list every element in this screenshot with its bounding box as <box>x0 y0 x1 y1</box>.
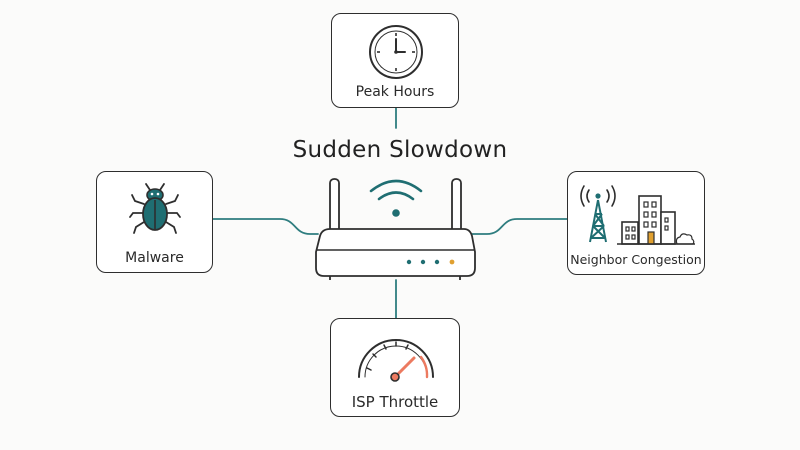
diagram-title: Sudden Slowdown <box>292 137 508 163</box>
node-isp-throttle: ISP Throttle <box>330 318 460 417</box>
node-label-peak-hours: Peak Hours <box>355 84 435 100</box>
cell-tower-city-icon <box>580 185 695 245</box>
node-label-neighbor-congestion: Neighbor Congestion <box>570 252 702 267</box>
connector-neighbor-congestion <box>471 218 568 235</box>
node-label-isp-throttle: ISP Throttle <box>351 393 439 411</box>
node-label-malware: Malware <box>125 250 184 266</box>
speedometer-icon <box>358 339 434 382</box>
clock-icon <box>369 25 423 79</box>
wifi-signal-icon <box>369 179 423 217</box>
bug-icon <box>129 183 181 234</box>
node-malware: Malware <box>96 171 213 273</box>
node-neighbor-congestion: Neighbor Congestion <box>567 171 705 275</box>
connector-malware <box>212 218 319 235</box>
node-peak-hours: Peak Hours <box>331 13 459 108</box>
wifi-router-icon <box>315 178 476 280</box>
